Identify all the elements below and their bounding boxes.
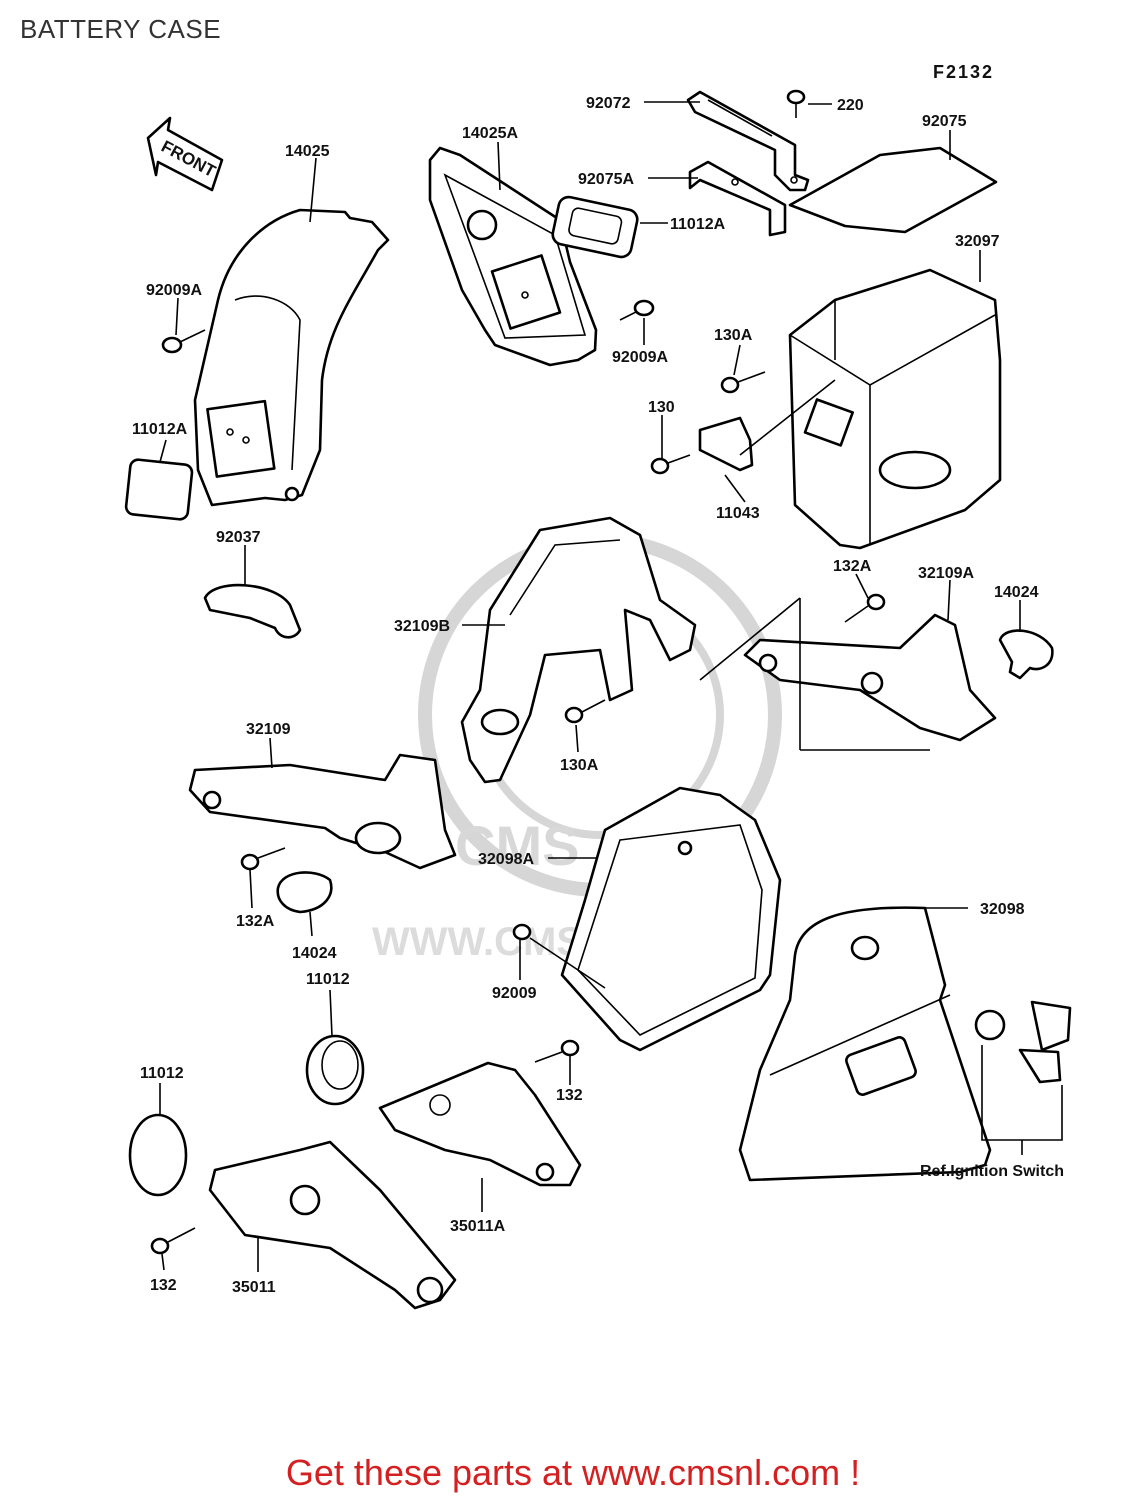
- screw-92009: [512, 923, 606, 989]
- cap-11012-low: [128, 1113, 188, 1197]
- label-132-mid: 132: [556, 1087, 583, 1104]
- label-11012-mid: 11012: [306, 971, 350, 988]
- label-ref-ignition-switch: Ref.Ignition Switch: [920, 1163, 1064, 1180]
- screw-92009A-mid: [619, 299, 655, 321]
- label-92009: 92009: [492, 985, 537, 1002]
- label-220: 220: [837, 97, 864, 114]
- front-arrow: FRONT: [146, 116, 224, 192]
- bracket-35011: [208, 1140, 457, 1310]
- bolt-130A-mid: [564, 699, 606, 724]
- inner-cover-32098A: [560, 786, 782, 1052]
- bracket-32109A: [743, 613, 997, 742]
- label-92037: 92037: [216, 529, 261, 546]
- label-11012A-left: 11012A: [132, 421, 188, 438]
- label-92075A: 92075A: [578, 171, 634, 188]
- label-132A-right: 132A: [833, 558, 872, 575]
- ring-11012-mid: [305, 1034, 365, 1106]
- bolt-132-mid: [534, 1039, 580, 1063]
- cover-14025A: [428, 146, 598, 367]
- figure-code: F2132: [933, 62, 995, 82]
- label-130A-top: 130A: [714, 327, 753, 344]
- label-14024-right: 14024: [994, 584, 1039, 601]
- screw-220: [786, 89, 806, 118]
- bracket-35011A: [378, 1061, 582, 1187]
- label-14025: 14025: [285, 143, 330, 160]
- side-cover-14025: [193, 208, 390, 507]
- label-130: 130: [648, 399, 675, 416]
- label-11012-low: 11012: [140, 1065, 184, 1082]
- label-35011A: 35011A: [450, 1218, 506, 1235]
- label-132-low: 132: [150, 1277, 177, 1294]
- bracket-92072: [686, 90, 810, 192]
- bolt-132A-left: [240, 847, 286, 871]
- bolt-130A-top: [720, 371, 766, 394]
- label-11012A-top: 11012A: [670, 216, 726, 233]
- page-title: BATTERY CASE: [20, 14, 222, 44]
- label-92075: 92075: [922, 113, 967, 130]
- label-14024-left: 14024: [292, 945, 337, 962]
- label-32098: 32098: [980, 901, 1025, 918]
- label-32098A: 32098A: [478, 851, 534, 868]
- label-32109A: 32109A: [918, 565, 974, 582]
- bolt-130: [650, 454, 691, 475]
- label-11043: 11043: [716, 505, 760, 522]
- watermark-logo-text: CMS: [455, 814, 579, 877]
- label-32109B: 32109B: [394, 618, 450, 635]
- bracket-92075A: [688, 160, 787, 237]
- part-labels: 92072 220 92075 14025 14025A 92075A 1101…: [132, 95, 1064, 1296]
- grommet-11012A-top: [551, 195, 639, 259]
- bolt-132A-right: [844, 593, 886, 623]
- bracket-32109: [188, 753, 457, 870]
- label-92072: 92072: [586, 95, 631, 112]
- footer-link[interactable]: Get these parts at www.cmsnl.com !: [285, 1452, 861, 1493]
- cap-14024-left: [276, 871, 333, 914]
- pad-92075: [788, 146, 998, 234]
- ignition-switch: [974, 1000, 1072, 1155]
- label-35011: 35011: [232, 1279, 276, 1296]
- label-32109: 32109: [246, 721, 291, 738]
- label-92009A-left: 92009A: [146, 282, 202, 299]
- cap-11012A-left: [124, 458, 194, 521]
- outer-cover-32098: [738, 906, 992, 1182]
- cap-14024-right: [998, 629, 1054, 680]
- label-132A-left: 132A: [236, 913, 275, 930]
- screw-92009A-left: [161, 329, 206, 354]
- label-32097: 32097: [955, 233, 1000, 250]
- label-14025A: 14025A: [462, 125, 518, 142]
- bracket-11043: [698, 416, 754, 472]
- leader-lines: [159, 101, 1021, 1272]
- battery-case-32097: [788, 268, 1002, 550]
- clamp-92037: [203, 583, 302, 639]
- frame-32109B: [460, 516, 697, 784]
- bolt-132-low: [150, 1227, 196, 1255]
- label-92009A-mid: 92009A: [612, 349, 668, 366]
- label-130A-mid: 130A: [560, 757, 599, 774]
